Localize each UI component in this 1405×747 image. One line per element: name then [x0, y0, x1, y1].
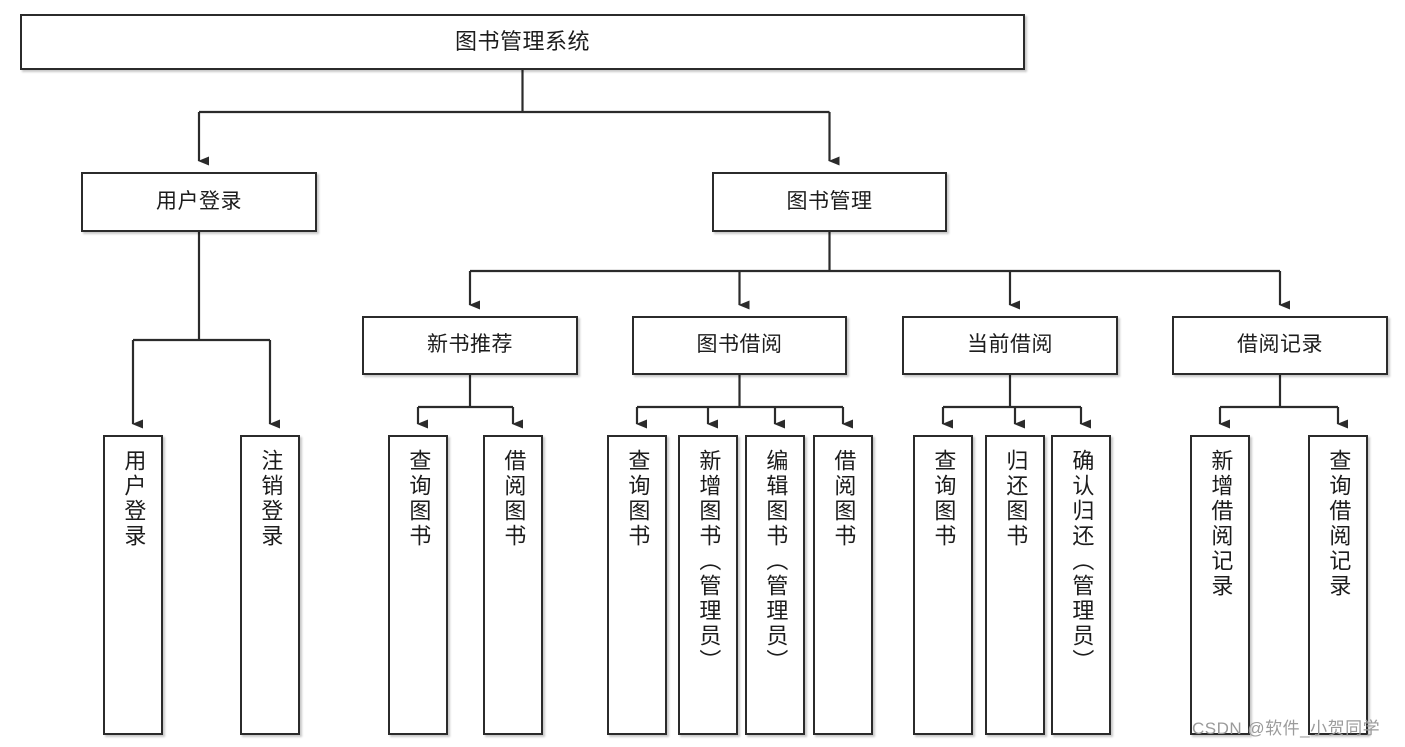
node-leaf-borrow-book-1[interactable]: 借阅图书 [483, 435, 543, 735]
node-label: 注销登录 [258, 449, 284, 549]
node-leaf-borrow-book-2[interactable]: 借阅图书 [813, 435, 873, 735]
node-leaf-logout-login[interactable]: 注销登录 [240, 435, 300, 735]
node-label: 查询图书 [406, 449, 432, 549]
node-book-management[interactable]: 图书管理 [712, 172, 947, 232]
node-leaf-query-record[interactable]: 查询借阅记录 [1308, 435, 1368, 735]
node-leaf-query-book-3[interactable]: 查询图书 [913, 435, 973, 735]
node-label: 新书推荐 [427, 333, 513, 357]
node-label: 用户登录 [121, 449, 147, 549]
node-leaf-add-record[interactable]: 新增借阅记录 [1190, 435, 1250, 735]
node-label: 用户登录 [156, 189, 242, 213]
node-user-login[interactable]: 用户登录 [81, 172, 317, 232]
node-current-borrow[interactable]: 当前借阅 [902, 316, 1118, 375]
node-book-borrow[interactable]: 图书借阅 [632, 316, 847, 375]
node-label: 归还图书 [1003, 449, 1029, 549]
node-label: 编辑图书（管理员） [763, 449, 789, 674]
node-label: 借阅图书 [501, 449, 527, 549]
node-label: 图书借阅 [696, 333, 783, 357]
node-label: 借阅图书 [831, 449, 857, 549]
node-label: 新增图书（管理员） [696, 449, 722, 674]
watermark-text: CSDN @软件_小贺同学 [1192, 719, 1381, 738]
node-leaf-return-book[interactable]: 归还图书 [985, 435, 1045, 735]
node-leaf-query-book-2[interactable]: 查询图书 [607, 435, 667, 735]
node-leaf-query-book-1[interactable]: 查询图书 [388, 435, 448, 735]
node-root[interactable]: 图书管理系统 [20, 14, 1025, 70]
node-label: 图书管理系统 [454, 29, 590, 55]
node-label: 查询图书 [625, 449, 651, 549]
node-label: 确认归还（管理员） [1069, 449, 1095, 674]
node-label: 查询借阅记录 [1326, 449, 1352, 599]
node-leaf-add-book[interactable]: 新增图书（管理员） [678, 435, 738, 735]
node-label: 当前借阅 [967, 333, 1053, 357]
node-leaf-edit-book[interactable]: 编辑图书（管理员） [745, 435, 805, 735]
node-leaf-user-login[interactable]: 用户登录 [103, 435, 163, 735]
node-label: 查询图书 [931, 449, 957, 549]
node-label: 图书管理 [786, 189, 873, 213]
node-leaf-confirm-return[interactable]: 确认归还（管理员） [1051, 435, 1111, 735]
node-label: 借阅记录 [1237, 333, 1323, 357]
node-new-book-recommend[interactable]: 新书推荐 [362, 316, 578, 375]
node-label: 新增借阅记录 [1208, 449, 1234, 599]
node-borrow-record[interactable]: 借阅记录 [1172, 316, 1388, 375]
